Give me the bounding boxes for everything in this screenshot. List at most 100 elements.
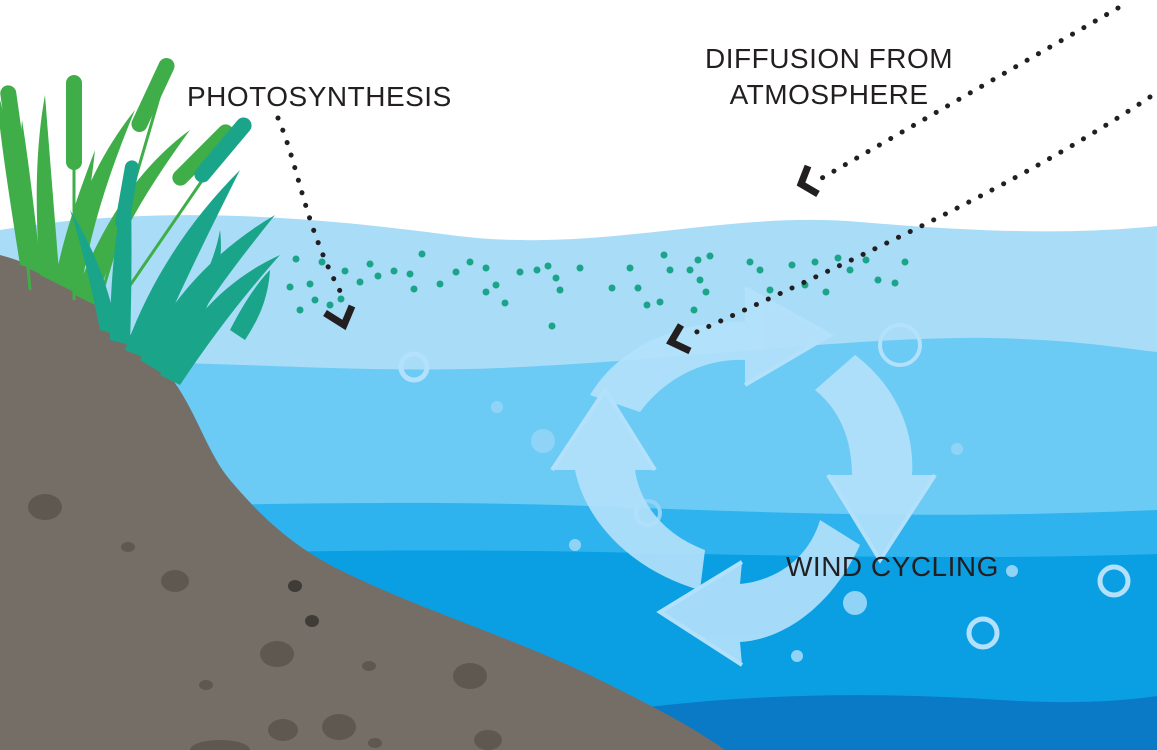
stone: [305, 615, 319, 627]
leaf: [160, 255, 280, 385]
oxygen-dot: [811, 258, 819, 266]
oxygen-dot: [694, 256, 702, 264]
oxygen-dot: [318, 258, 326, 266]
cycle-arrow-outline: [656, 560, 744, 667]
oxygen-dot: [326, 301, 334, 309]
stone: [121, 542, 135, 552]
cycle-arrow-bottom: [660, 520, 860, 665]
oxygen-dot: [552, 274, 560, 282]
leaf: [125, 170, 240, 360]
photosynthesis-arrowhead: [323, 304, 356, 331]
diffusion-arrowhead-lower: [666, 323, 692, 355]
oxygen-dot: [690, 306, 698, 314]
bubble: [398, 351, 430, 383]
oxygen-dot: [608, 284, 616, 292]
cattail-head: [66, 75, 82, 170]
bubble: [951, 443, 963, 455]
oxygen-dot: [544, 262, 552, 270]
cycle-arrow-outline: [826, 473, 937, 564]
oxygen-dot: [337, 295, 345, 303]
stone: [362, 661, 376, 671]
oxygen-dot: [482, 264, 490, 272]
oxygen-dot: [788, 261, 796, 269]
cattail-head: [115, 160, 139, 230]
leaf: [75, 130, 190, 305]
soil: [0, 255, 725, 750]
oxygen-dot: [516, 268, 524, 276]
oxygen-dot: [660, 251, 668, 259]
water-bottom-layer: [560, 695, 1157, 750]
cattail-head: [172, 124, 234, 186]
leaf: [70, 210, 118, 335]
dotted-paths: [275, 5, 1153, 338]
oxygen-dot: [418, 250, 426, 258]
cattails: [0, 57, 234, 301]
bubbles: [398, 323, 1131, 662]
oxygen-dot: [874, 276, 882, 284]
wind-cycle-arrows: [552, 288, 935, 665]
oxygen-dot: [292, 255, 300, 263]
wind-cycling-label: WIND CYCLING: [786, 551, 999, 582]
bubble: [531, 429, 555, 453]
bubble: [1097, 564, 1131, 598]
diffusion-path-upper: [819, 5, 1121, 181]
bubble: [878, 323, 922, 367]
leaf: [175, 230, 221, 340]
oxygen-dot: [576, 264, 584, 272]
stone: [260, 641, 294, 667]
diffusion-arrowhead-upper: [796, 164, 820, 198]
stone: [190, 740, 250, 750]
oxygen-dot: [702, 288, 710, 296]
wind-cycle-arrow-outlines: [550, 286, 937, 667]
oxygen-dot: [666, 266, 674, 274]
oxygen-dot: [341, 267, 349, 275]
oxygen-dot: [891, 279, 899, 287]
leaf: [230, 270, 270, 340]
cattail-head: [194, 117, 252, 183]
stone: [453, 663, 487, 689]
cycle-arrow-outline: [743, 286, 835, 387]
cycle-arrow-top: [590, 288, 830, 412]
oxygen-dot: [436, 280, 444, 288]
oxygen-dot: [696, 276, 704, 284]
oxygen-dot: [410, 285, 418, 293]
oxygen-dot: [533, 266, 541, 274]
cycle-arrow-left: [552, 390, 705, 590]
bubble: [491, 401, 503, 413]
stone: [199, 680, 213, 690]
diffusion-path-lower: [687, 94, 1153, 338]
aquatic-plants: [0, 57, 280, 385]
cattail-leaves-green: [0, 95, 190, 305]
stone: [28, 494, 62, 520]
oxygen-dot: [390, 267, 398, 275]
oxygen-dot: [311, 296, 319, 304]
cattail-head: [0, 85, 26, 170]
oxygen-dot: [501, 299, 509, 307]
cycle-arrow-right: [815, 355, 935, 560]
bubble: [569, 539, 581, 551]
oxygen-dot: [374, 272, 382, 280]
oxygen-dot: [286, 283, 294, 291]
oxygen-dot: [366, 260, 374, 268]
oxygen-dot: [643, 301, 651, 309]
stone: [474, 730, 502, 750]
cycle-arrow-outline: [550, 386, 657, 472]
oxygen-dot: [482, 288, 490, 296]
arrowheads: [323, 164, 820, 355]
oxygen-dot: [834, 254, 842, 262]
stone: [268, 719, 298, 741]
oxygen-dot: [306, 280, 314, 288]
oxygen-dot: [556, 286, 564, 294]
cattail-head: [131, 57, 175, 133]
diffusion-label-line1: DIFFUSION FROM: [705, 43, 954, 74]
oxygen-dot: [822, 288, 830, 296]
oxygen-dot: [862, 256, 870, 264]
diffusion-label-line2: ATMOSPHERE: [729, 79, 929, 110]
oxygen-dot: [766, 286, 774, 294]
stone: [322, 714, 356, 740]
oxygen-dot: [756, 266, 764, 274]
oxygen-dot: [452, 268, 460, 276]
leaf: [36, 95, 60, 285]
oxygen-dot: [901, 258, 909, 266]
stone: [288, 580, 302, 592]
